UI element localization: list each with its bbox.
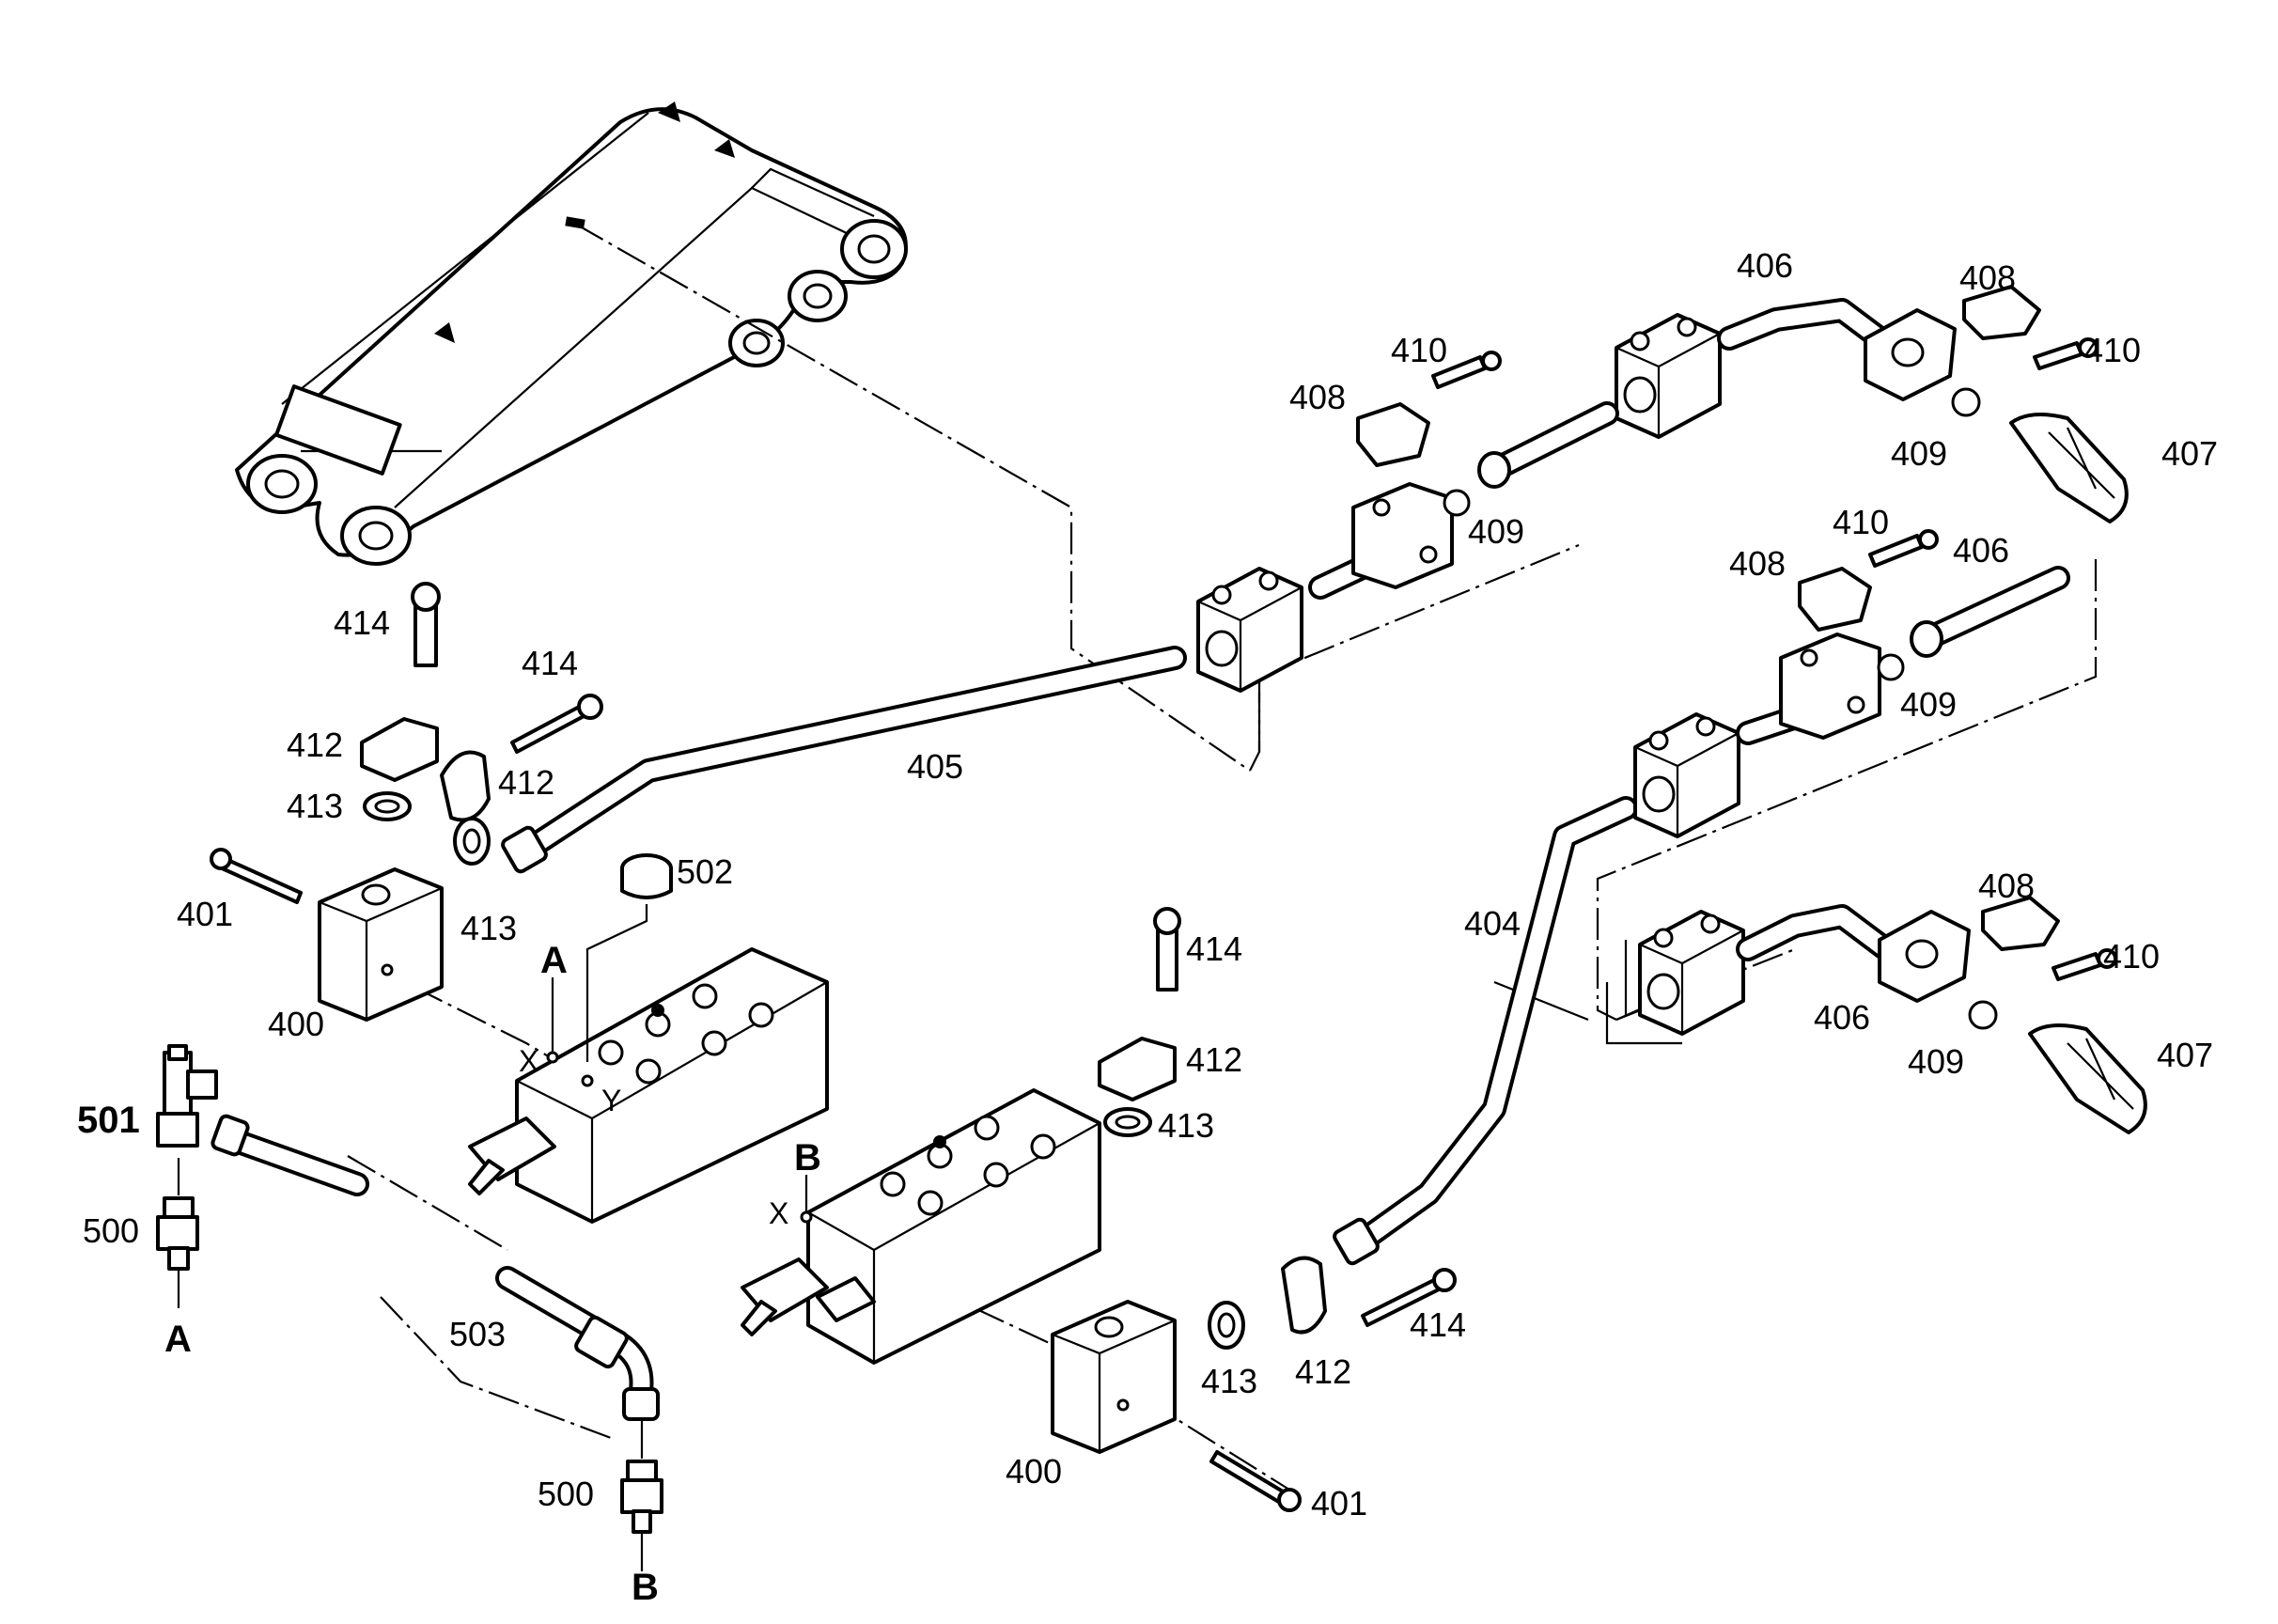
valve-block-upper bbox=[468, 947, 829, 1224]
plug-502 bbox=[585, 853, 673, 1062]
fitting-500-b bbox=[620, 1421, 663, 1571]
pipe-503 bbox=[211, 1114, 660, 1421]
label-414-d: 414 bbox=[1410, 1305, 1466, 1344]
label-400-left: 400 bbox=[268, 1005, 324, 1043]
label-409-c: 409 bbox=[1900, 685, 1957, 724]
washer-413-set bbox=[363, 791, 1245, 1350]
label-409-a: 409 bbox=[1468, 512, 1524, 551]
label-413-b: 413 bbox=[460, 909, 517, 947]
flange-assembly-middle-right bbox=[1736, 529, 2070, 745]
label-401-left: 401 bbox=[177, 895, 233, 933]
label-401-right: 401 bbox=[1311, 1484, 1367, 1522]
label-400-right: 400 bbox=[1006, 1452, 1062, 1491]
flange-assembly-upper-left bbox=[1308, 351, 1619, 600]
pipe-404 bbox=[1333, 796, 1638, 1266]
label-502: 502 bbox=[677, 852, 733, 891]
clamp-block-4 bbox=[1638, 910, 1745, 1036]
valve-block-lower bbox=[741, 1088, 1101, 1365]
label-412-c: 412 bbox=[1186, 1040, 1242, 1079]
bolt-401-left bbox=[210, 848, 303, 904]
label-408-d: 408 bbox=[1978, 867, 2035, 905]
label-414-b: 414 bbox=[522, 644, 578, 682]
label-413-d: 413 bbox=[1201, 1362, 1257, 1400]
label-406-c: 406 bbox=[1814, 998, 1870, 1037]
label-500-a: 500 bbox=[83, 1211, 139, 1250]
port-labels: A B A B X Y X bbox=[164, 940, 821, 1608]
label-413-c: 413 bbox=[1158, 1106, 1214, 1145]
label-410-c: 410 bbox=[1833, 503, 1889, 541]
boom-arm bbox=[235, 102, 908, 566]
label-408-b: 408 bbox=[1959, 258, 2016, 297]
port-label-a-valve: A bbox=[540, 940, 568, 981]
pipe-405 bbox=[501, 646, 1187, 874]
label-408-c: 408 bbox=[1729, 544, 1786, 583]
clamp-block-3 bbox=[1633, 712, 1740, 838]
label-503: 503 bbox=[449, 1315, 506, 1353]
port-label-x-lower: X bbox=[769, 1196, 788, 1230]
flange-assembly-upper-right bbox=[1717, 285, 2129, 523]
label-410-b: 410 bbox=[2084, 331, 2141, 369]
label-414-c: 414 bbox=[1186, 929, 1242, 968]
clamp-block-2 bbox=[1615, 313, 1722, 439]
bolt-414-set bbox=[411, 582, 1457, 1327]
label-407-b: 407 bbox=[2157, 1036, 2213, 1074]
label-405: 405 bbox=[907, 747, 963, 786]
label-409-b: 409 bbox=[1891, 434, 1947, 473]
part-labels: 400 400 401 401 404 405 406 406 406 407 … bbox=[77, 246, 2218, 1522]
label-408-a: 408 bbox=[1289, 378, 1346, 416]
port-label-a-end: A bbox=[164, 1319, 192, 1360]
label-410-a: 410 bbox=[1391, 331, 1447, 369]
label-500-b: 500 bbox=[538, 1475, 594, 1513]
port-label-y-upper: Y bbox=[601, 1084, 621, 1117]
flange-assembly-lower-right bbox=[1736, 896, 2147, 1134]
block-400-left bbox=[318, 867, 444, 1022]
label-414-a: 414 bbox=[334, 603, 390, 642]
label-404: 404 bbox=[1464, 904, 1521, 943]
label-413-a: 413 bbox=[287, 787, 343, 825]
label-407-a: 407 bbox=[2161, 434, 2218, 473]
label-406-b: 406 bbox=[1953, 531, 2009, 570]
label-410-d: 410 bbox=[2103, 937, 2160, 976]
label-412-d: 412 bbox=[1295, 1352, 1351, 1391]
fitting-500-a bbox=[156, 1158, 199, 1308]
label-412-a: 412 bbox=[287, 726, 343, 764]
block-400-right bbox=[1051, 1300, 1177, 1454]
clamp-412-set bbox=[360, 717, 1327, 1335]
port-label-b-valve: B bbox=[794, 1137, 821, 1179]
label-409-d: 409 bbox=[1908, 1042, 1964, 1081]
label-406-a: 406 bbox=[1737, 246, 1793, 285]
fitting-501-tee bbox=[156, 1044, 218, 1148]
port-label-x-upper: X bbox=[519, 1044, 538, 1078]
clamp-block-1 bbox=[1196, 567, 1303, 693]
label-501: 501 bbox=[77, 1100, 140, 1141]
port-label-b-end: B bbox=[632, 1567, 659, 1608]
bolt-401-right bbox=[1209, 1450, 1302, 1512]
label-412-b: 412 bbox=[498, 763, 554, 802]
